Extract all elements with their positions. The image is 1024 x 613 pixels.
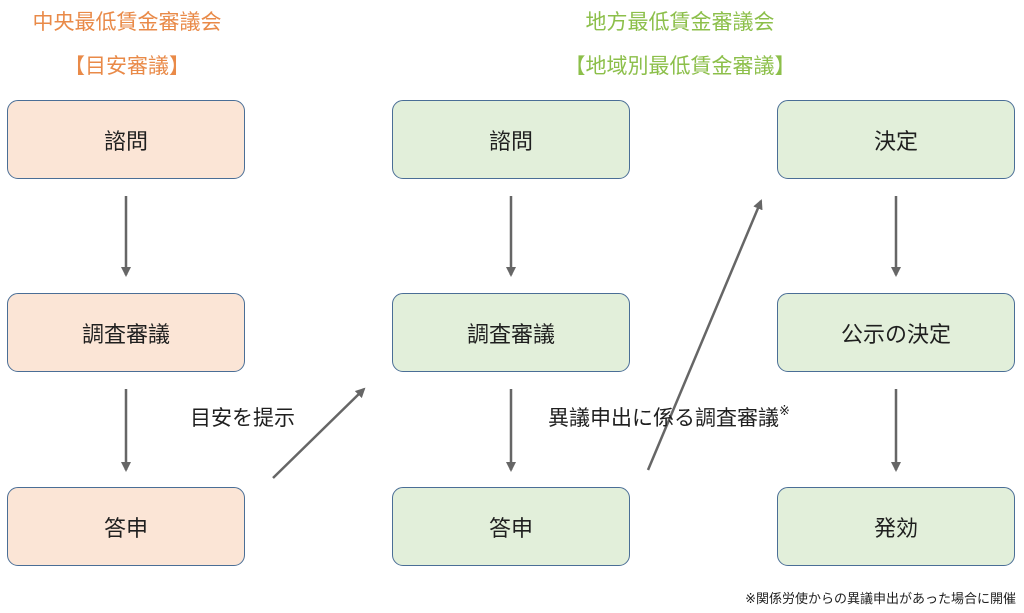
arrow-guideline: [272, 387, 366, 479]
objection-label-text: 異議申出に係る調査審議: [548, 406, 779, 430]
decision-step-decide: 決定: [777, 100, 1015, 179]
decision-step-announce: 公示の決定: [777, 293, 1015, 372]
objection-label-mark: ※: [779, 404, 790, 419]
central-council-title: 中央最低賃金審議会: [32, 10, 222, 34]
central-step-consultation: 諮問: [7, 100, 245, 179]
local-council-subtitle: 【地域別最低賃金審議】: [564, 54, 796, 78]
central-step-investigation: 調査審議: [7, 293, 245, 372]
arrow-objection: [646, 199, 763, 471]
local-step-report: 答申: [392, 487, 630, 566]
objection-label: 異議申出に係る調査審議※: [548, 402, 790, 432]
local-step-investigation: 調査審議: [392, 293, 630, 372]
local-step-consultation: 諮問: [392, 100, 630, 179]
central-step-report: 答申: [7, 487, 245, 566]
guideline-label: 目安を提示: [190, 406, 295, 430]
decision-step-effective: 発効: [777, 487, 1015, 566]
local-council-title: 地方最低賃金審議会: [585, 10, 775, 34]
central-council-subtitle: 【目安審議】: [64, 54, 190, 78]
footnote: ※関係労使からの異議申出があった場合に開催: [745, 592, 1016, 607]
